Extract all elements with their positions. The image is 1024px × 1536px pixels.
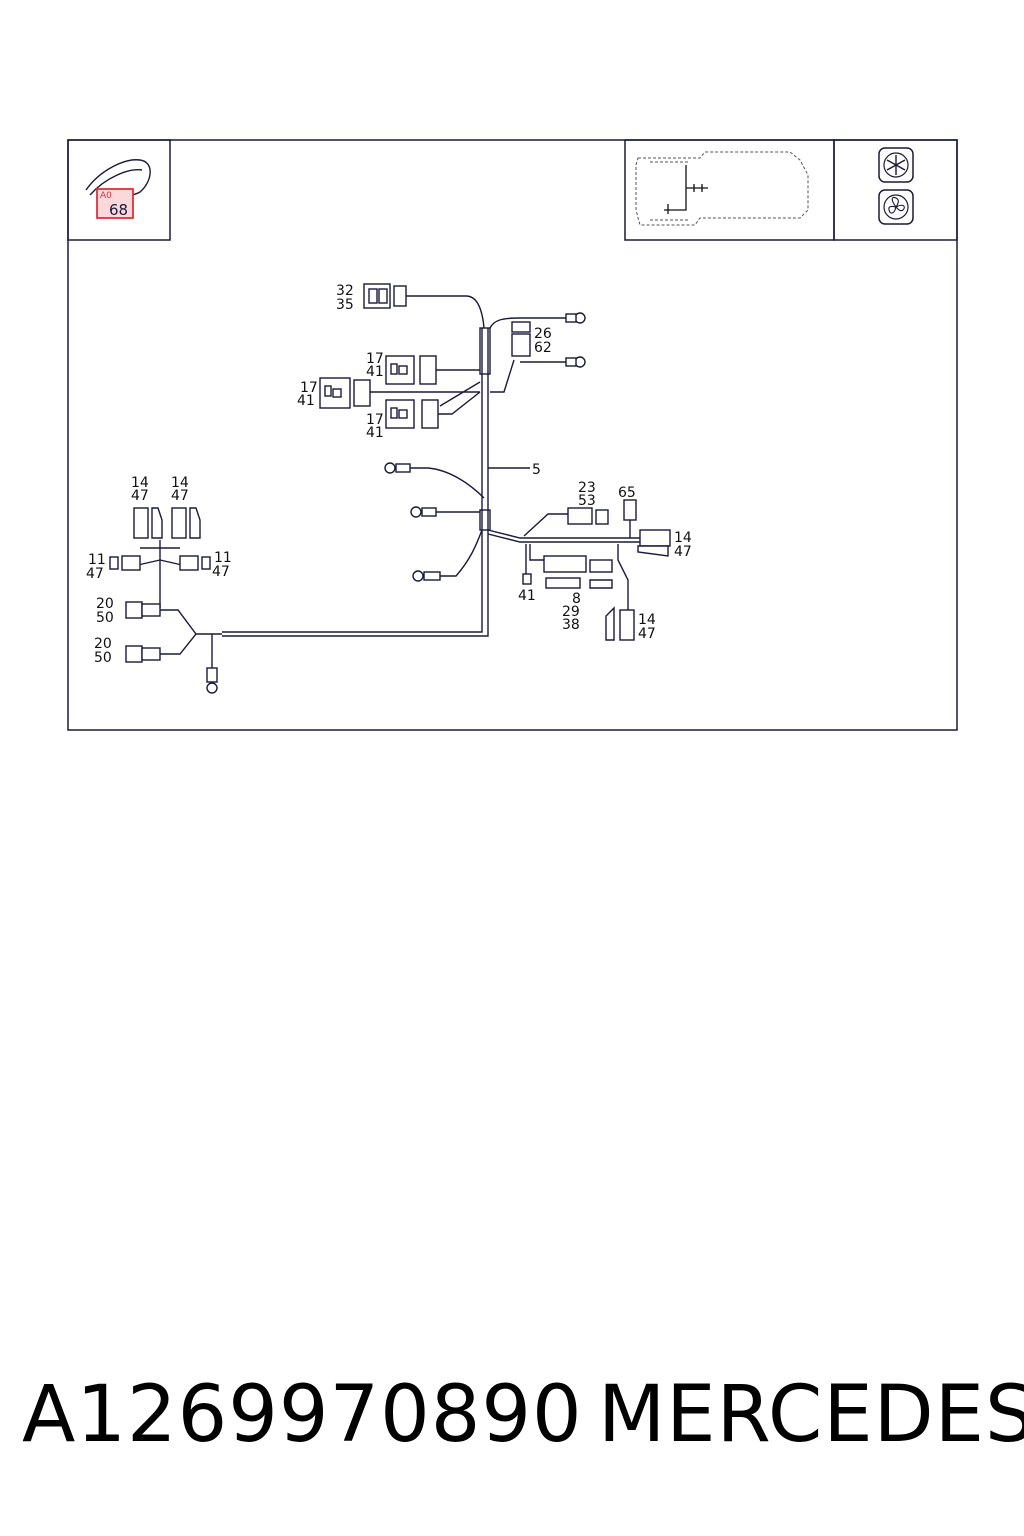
connector-14-left-b [171,507,187,539]
callout-label: 5 [532,462,541,478]
connector-35-boot [393,285,407,307]
connector-23 [567,507,593,525]
callout-label: 29 [562,604,580,620]
callout-label: 17 [366,351,384,367]
callout-label: 17 [300,380,318,396]
callout-label: 23 [578,480,596,496]
brand-name: MERCEDES [598,1370,1024,1460]
vehicle-harness-marker [664,165,708,214]
header-cell-left [67,139,171,241]
callout-label: 47 [171,488,189,504]
ac-snowflake-icon [878,147,914,183]
diagram-frame [67,139,958,731]
relay-26 [511,321,531,333]
ring-terminal [412,570,424,582]
callout-label: 14 [674,530,692,546]
connector-14-left-a [133,507,149,539]
callout-label: 47 [131,488,149,504]
header-cell-icons [833,139,958,241]
callout-label: 47 [212,564,230,580]
callout-label: 35 [336,297,354,313]
ring-terminal [206,682,218,694]
callout-label: 20 [96,596,114,612]
callout-label: 62 [534,340,552,356]
part-number: A1269970890 [22,1370,583,1460]
callout-label: 47 [86,566,104,582]
ring-terminal [410,506,422,518]
fan-icon [878,189,914,225]
callout-labels: 32 35 26 62 17 41 17 41 17 41 5 14 47 14… [86,283,692,666]
callout-label: 50 [94,650,112,666]
callout-label: 47 [638,626,656,642]
connector-11-right [179,555,199,571]
callout-label: 41 [518,588,536,604]
callout-label: 8 [572,591,581,607]
callout-label: 47 [674,544,692,560]
header-cell-vehicle [624,139,835,241]
callout-label: 14 [131,475,149,491]
callout-label: 41 [366,425,384,441]
harness-connectors [109,283,671,663]
callout-label: 14 [638,612,656,628]
callout-label: 11 [214,550,232,566]
connector-14-bottom [619,609,635,641]
vehicle-outline-icon [635,151,809,226]
part-ref-badge-label: 68 [109,201,128,219]
callout-label: 20 [94,636,112,652]
connector-14-right [639,529,671,547]
connector-8 [543,555,587,573]
callout-label: 17 [366,412,384,428]
callout-label: 53 [578,493,596,509]
callout-label: 65 [618,485,636,501]
ring-terminals [206,312,586,694]
connector-65 [623,499,637,521]
callout-label: 14 [171,475,189,491]
callout-label: 41 [297,393,315,409]
part-ref-badge-top: A0 [100,191,112,201]
connector-11-left [121,555,141,571]
callout-label: 32 [336,283,354,299]
callout-label: 38 [562,617,580,633]
connector-20-lower [125,645,143,663]
callout-label: 50 [96,610,114,626]
callout-label: 11 [88,552,106,568]
connector-41-small [522,573,532,585]
callout-label: 26 [534,326,552,342]
connector-20-upper [125,601,143,619]
ring-terminal [384,462,396,474]
callout-label: 41 [366,364,384,380]
part-ref-badge [96,188,134,219]
